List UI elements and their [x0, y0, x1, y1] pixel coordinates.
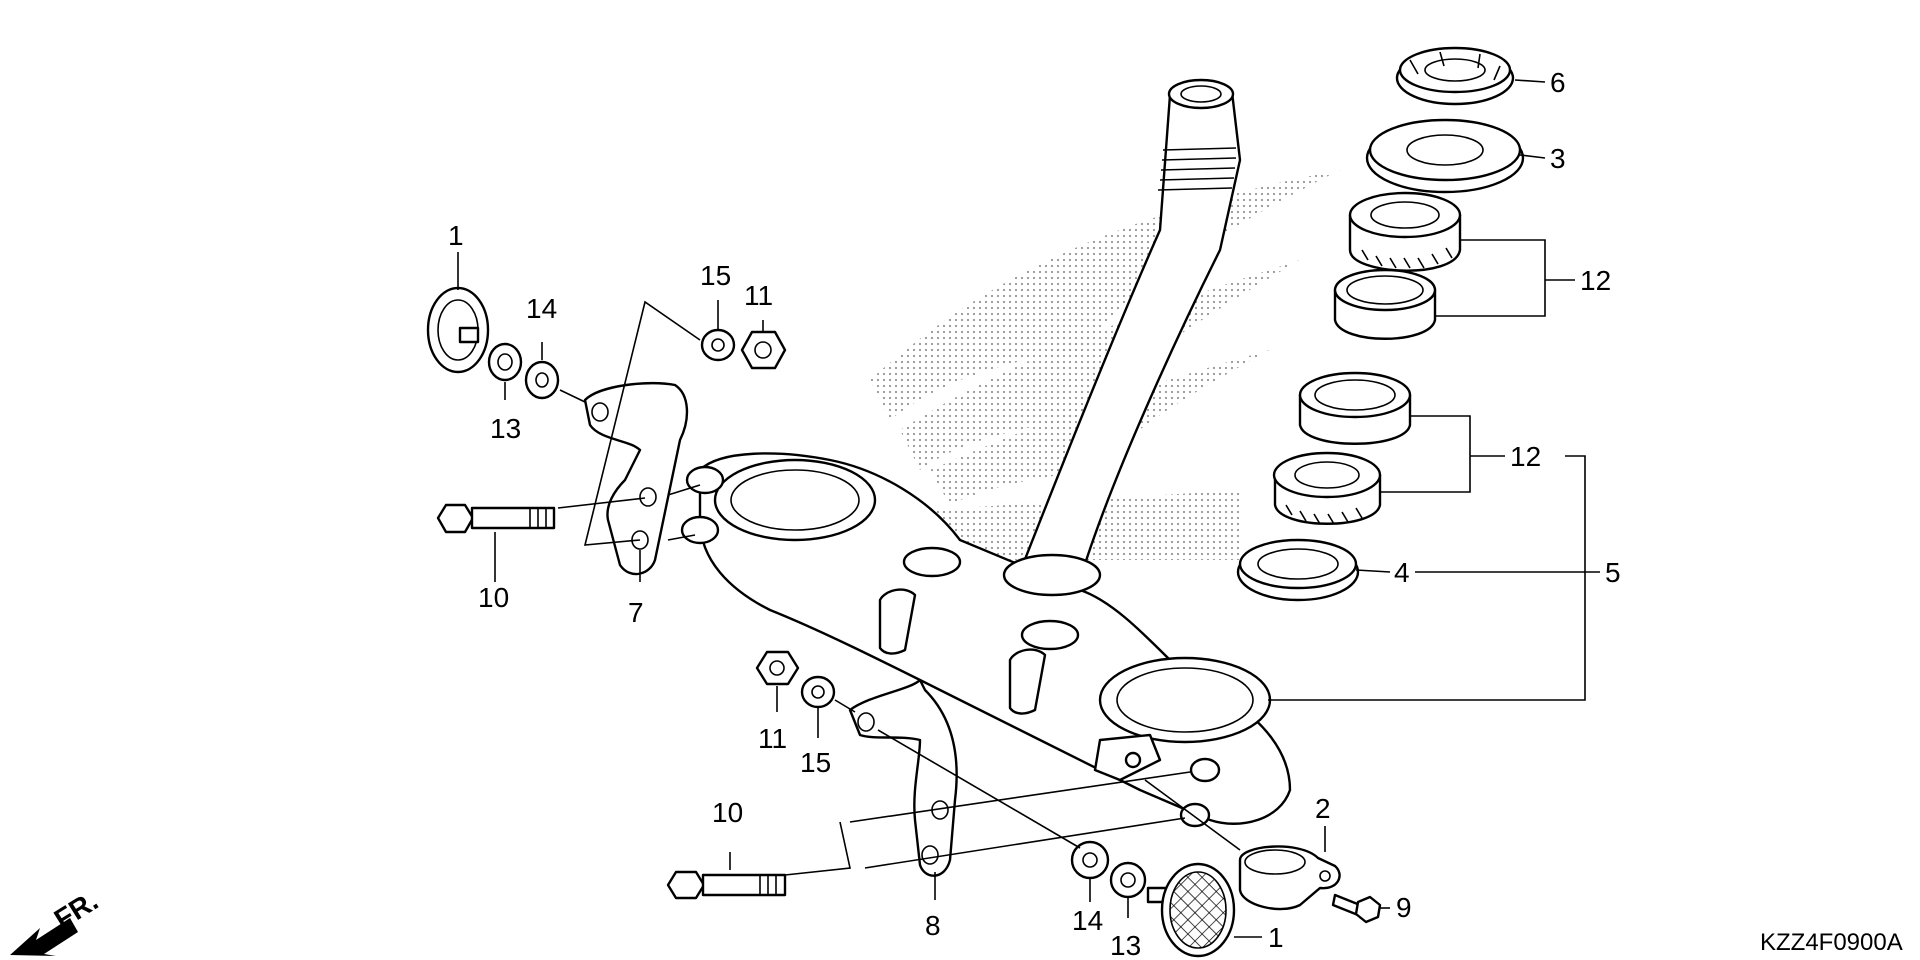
- upper-bearing-12: [1348, 191, 1462, 272]
- washer-14-top: [524, 360, 560, 400]
- bolt-10-bottom: [666, 870, 787, 900]
- callout-11-bottom: 11: [758, 723, 787, 754]
- collar-13-bottom: [1109, 861, 1147, 899]
- callout-12-mid: 12: [1510, 441, 1541, 472]
- callout-10-bottom: 10: [712, 797, 743, 828]
- leader-lines: [457, 79, 1600, 938]
- callout-13-bottom: 13: [1110, 930, 1141, 960]
- callout-14-bottom: 14: [1072, 905, 1103, 936]
- cap-1-top: [426, 286, 490, 374]
- washer-15-top: [700, 328, 736, 362]
- drawing-code: KZZ4F0900A: [1760, 929, 1903, 956]
- callout-9: 9: [1396, 892, 1412, 923]
- callout-1-bottom: 1: [1268, 922, 1284, 953]
- callout-12-top: 12: [1580, 265, 1611, 296]
- stay-7: [583, 382, 689, 576]
- clamp-2: [1238, 845, 1341, 911]
- callout-10-top: 10: [478, 582, 509, 613]
- lower-bearing-12: [1272, 451, 1382, 525]
- callout-11-top: 11: [744, 280, 773, 311]
- cap-1-bottom: [1146, 862, 1236, 958]
- callout-15-bottom: 15: [800, 747, 831, 778]
- lock-nut-6: [1395, 46, 1515, 106]
- front-arrow-icon: FR.: [10, 885, 103, 956]
- callout-2: 2: [1315, 793, 1331, 824]
- callout-7: 7: [628, 597, 644, 628]
- nut-11-bottom: [755, 650, 800, 686]
- collar-13-top: [487, 342, 523, 382]
- dust-seal-4: [1236, 538, 1360, 602]
- screw-9: [1331, 893, 1382, 924]
- lower-race-12: [1298, 371, 1412, 445]
- bolt-10-top: [436, 503, 556, 534]
- upper-race-12: [1333, 268, 1437, 340]
- dust-seal-3: [1365, 118, 1525, 194]
- washer-15-bottom: [800, 675, 836, 709]
- callout-14-top: 14: [526, 293, 557, 324]
- nut-11-top: [740, 330, 787, 370]
- callout-4: 4: [1394, 557, 1410, 588]
- callout-8: 8: [925, 910, 941, 941]
- stay-8: [848, 678, 958, 877]
- callout-3: 3: [1550, 143, 1566, 174]
- callout-13-top: 13: [490, 413, 521, 444]
- callout-labels: 1 14 13 15 11 10 7 11 15 10 8 14 13 1 2 …: [448, 67, 1621, 960]
- callout-15-top: 15: [700, 260, 731, 291]
- callout-1-top: 1: [448, 220, 464, 251]
- callout-6: 6: [1550, 67, 1566, 98]
- callout-5: 5: [1605, 557, 1621, 588]
